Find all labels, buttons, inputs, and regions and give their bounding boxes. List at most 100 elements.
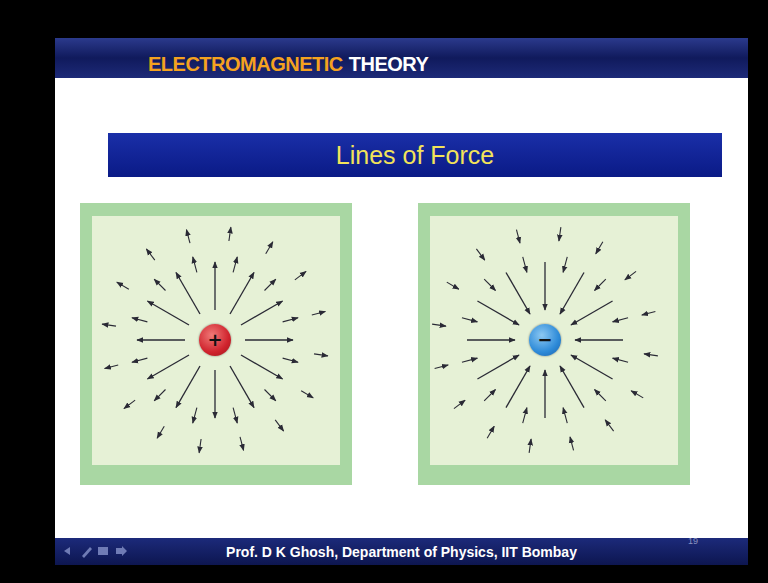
footer-bar xyxy=(55,538,748,565)
field-arrow xyxy=(560,366,584,408)
panel-ground xyxy=(430,216,678,465)
field-arrow xyxy=(295,271,306,279)
header-word: ELECTROMAGNETIC xyxy=(148,53,343,76)
field-arrow xyxy=(570,437,574,451)
field-arrow xyxy=(186,230,190,244)
field-arrow xyxy=(432,324,446,326)
field-arrow xyxy=(199,439,201,453)
field-arrow xyxy=(506,272,530,314)
field-arrow xyxy=(544,370,545,418)
field-arrow xyxy=(264,389,275,400)
field-arrow xyxy=(266,242,273,254)
field-arrow xyxy=(454,400,465,408)
field-arrow xyxy=(154,279,165,290)
title-banner: Lines of Force xyxy=(108,133,722,177)
field-arrow xyxy=(193,257,197,272)
field-arrow xyxy=(102,324,116,326)
field-arrow xyxy=(571,301,613,325)
field-arrow xyxy=(571,355,613,379)
field-arrow xyxy=(301,391,313,398)
panel-ground xyxy=(92,216,340,465)
panel-frame xyxy=(80,203,352,485)
field-arrow xyxy=(575,339,623,340)
field-arrow xyxy=(229,227,231,241)
field-arrow xyxy=(642,311,656,315)
field-arrow xyxy=(312,311,326,315)
field-arrow xyxy=(506,366,530,408)
nav-icons xyxy=(64,546,127,558)
field-arrow xyxy=(544,262,545,310)
footer-credit: Prof. D K Ghosh, Department of Physics, … xyxy=(226,544,577,560)
slide-title: Lines of Force xyxy=(336,141,494,170)
field-arrow xyxy=(594,279,605,290)
charge-sign: + xyxy=(207,331,222,349)
field-arrow xyxy=(523,257,527,272)
page-number: 19 xyxy=(688,536,698,546)
field-arrow xyxy=(176,272,200,314)
field-arrow xyxy=(147,301,189,325)
field-arrow xyxy=(147,355,189,379)
field-arrow xyxy=(523,408,527,423)
field-arrow xyxy=(625,271,636,279)
header-bar xyxy=(55,38,748,78)
field-arrow xyxy=(477,301,519,325)
slide-ground xyxy=(55,38,748,565)
field-arrow xyxy=(559,227,561,241)
field-arrow xyxy=(563,257,567,272)
field-arrow xyxy=(146,249,154,260)
field-arrow xyxy=(605,420,613,431)
field-arrow xyxy=(594,389,605,400)
field-arrow xyxy=(484,389,495,400)
field-arrow xyxy=(154,389,165,400)
field-arrow xyxy=(241,301,283,325)
field-arrow xyxy=(462,358,477,362)
field-arrow xyxy=(157,426,164,438)
header-title: ELECTROMAGNETIC THEORY xyxy=(148,50,428,78)
field-arrow xyxy=(563,408,567,423)
field-arrow xyxy=(644,354,658,356)
field-arrow xyxy=(230,366,254,408)
field-arrow xyxy=(613,318,628,322)
field-arrows xyxy=(432,227,658,453)
field-arrow xyxy=(275,420,283,431)
field-arrow xyxy=(613,358,628,362)
field-arrow xyxy=(435,365,449,369)
field-arrow xyxy=(462,318,477,322)
field-arrow xyxy=(560,272,584,314)
field-arrow xyxy=(596,242,603,254)
footer: Prof. D K Ghosh, Department of Physics, … xyxy=(55,538,748,565)
field-arrow xyxy=(516,230,520,244)
field-arrow xyxy=(484,279,495,290)
field-arrow xyxy=(477,355,519,379)
header-word: THEORY xyxy=(349,53,429,76)
field-arrow xyxy=(132,318,147,322)
field-arrow xyxy=(214,262,215,310)
field-arrow xyxy=(240,437,244,451)
field-arrow xyxy=(631,391,643,398)
charge-circle: + xyxy=(199,324,231,356)
field-arrow xyxy=(314,354,328,356)
field-arrow xyxy=(241,355,283,379)
panel-frame xyxy=(418,203,690,485)
field-arrow xyxy=(233,257,237,272)
field-arrow xyxy=(117,282,129,289)
field-arrow xyxy=(132,358,147,362)
field-arrow xyxy=(230,272,254,314)
field-arrow xyxy=(193,408,197,423)
field-arrow xyxy=(447,282,459,289)
field-arrow xyxy=(487,426,494,438)
field-arrow xyxy=(214,370,215,418)
field-arrows xyxy=(102,227,328,453)
field-arrow xyxy=(105,365,119,369)
field-arrow xyxy=(233,408,237,423)
field-arrow xyxy=(283,358,298,362)
field-arrow xyxy=(137,339,185,340)
field-arrow xyxy=(476,249,484,260)
field-arrow xyxy=(529,439,531,453)
field-arrow xyxy=(264,279,275,290)
field-arrow xyxy=(245,339,293,340)
field-arrow xyxy=(283,318,298,322)
field-arrow xyxy=(124,400,135,408)
charge-sign: − xyxy=(537,331,552,349)
